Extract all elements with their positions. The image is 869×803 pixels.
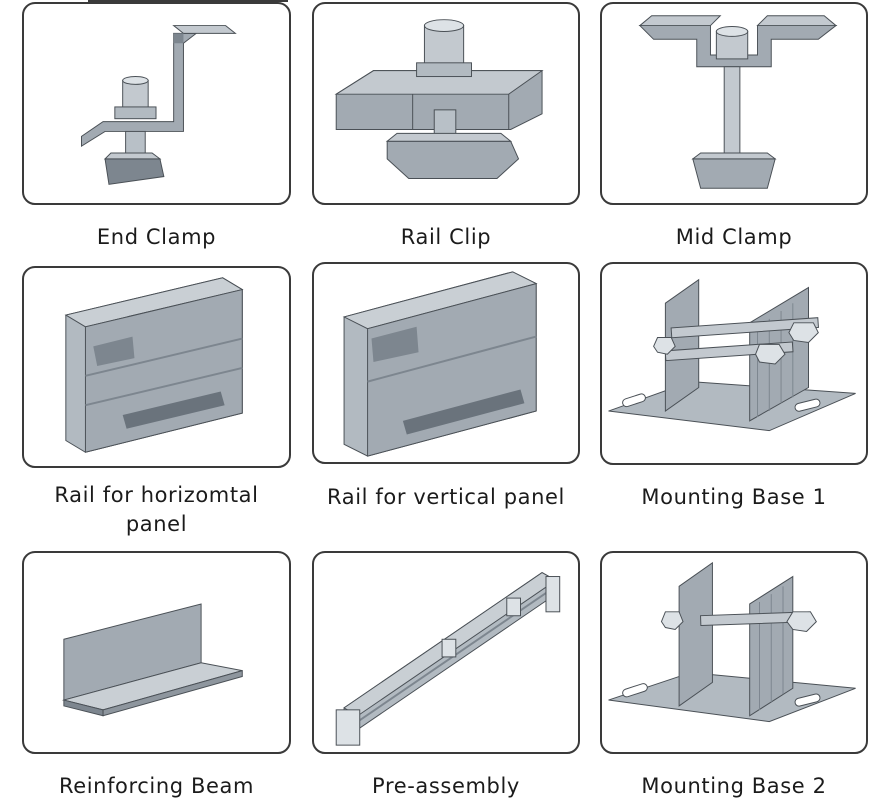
end-clamp-illustration [81,25,237,185]
product-card-pre-assembly[interactable] [312,551,580,754]
label-rail-clip: Rail Clip [400,225,492,249]
product-card-rail-clip[interactable] [312,2,580,205]
product-card-horizontal-rail[interactable] [22,266,291,468]
label-end-clamp: End Clamp [96,225,217,249]
product-card-mounting-base-2[interactable] [600,551,868,754]
top-border-fragment [88,0,288,2]
label-mounting-base-2: Mounting Base 2 [641,774,827,798]
label-vertical-rail: Rail for vertical panel [327,485,565,509]
product-card-mid-clamp[interactable] [600,2,868,205]
label-horizontal-rail: Rail for horizomtal panel [54,483,259,536]
pre-assembly-illustration [335,572,561,746]
label-mounting-base-1: Mounting Base 1 [641,485,827,509]
product-card-vertical-rail[interactable] [312,262,580,464]
horizontal-rail-illustration [64,277,244,453]
mid-clamp-illustration [638,15,838,189]
label-reinforcing-beam: Reinforcing Beam [58,774,255,798]
rail-clip-illustration [334,19,544,179]
reinforcing-beam-illustration [61,603,243,717]
label-mid-clamp: Mid Clamp [675,225,793,249]
product-card-reinforcing-beam[interactable] [22,551,291,754]
product-card-mounting-base-1[interactable] [600,262,868,465]
mounting-base-2-illustration [608,561,856,723]
label-pre-assembly: Pre-assembly [372,774,520,798]
mounting-base-1-illustration [608,278,856,432]
product-card-end-clamp[interactable] [22,2,291,205]
vertical-rail-illustration [342,271,538,457]
